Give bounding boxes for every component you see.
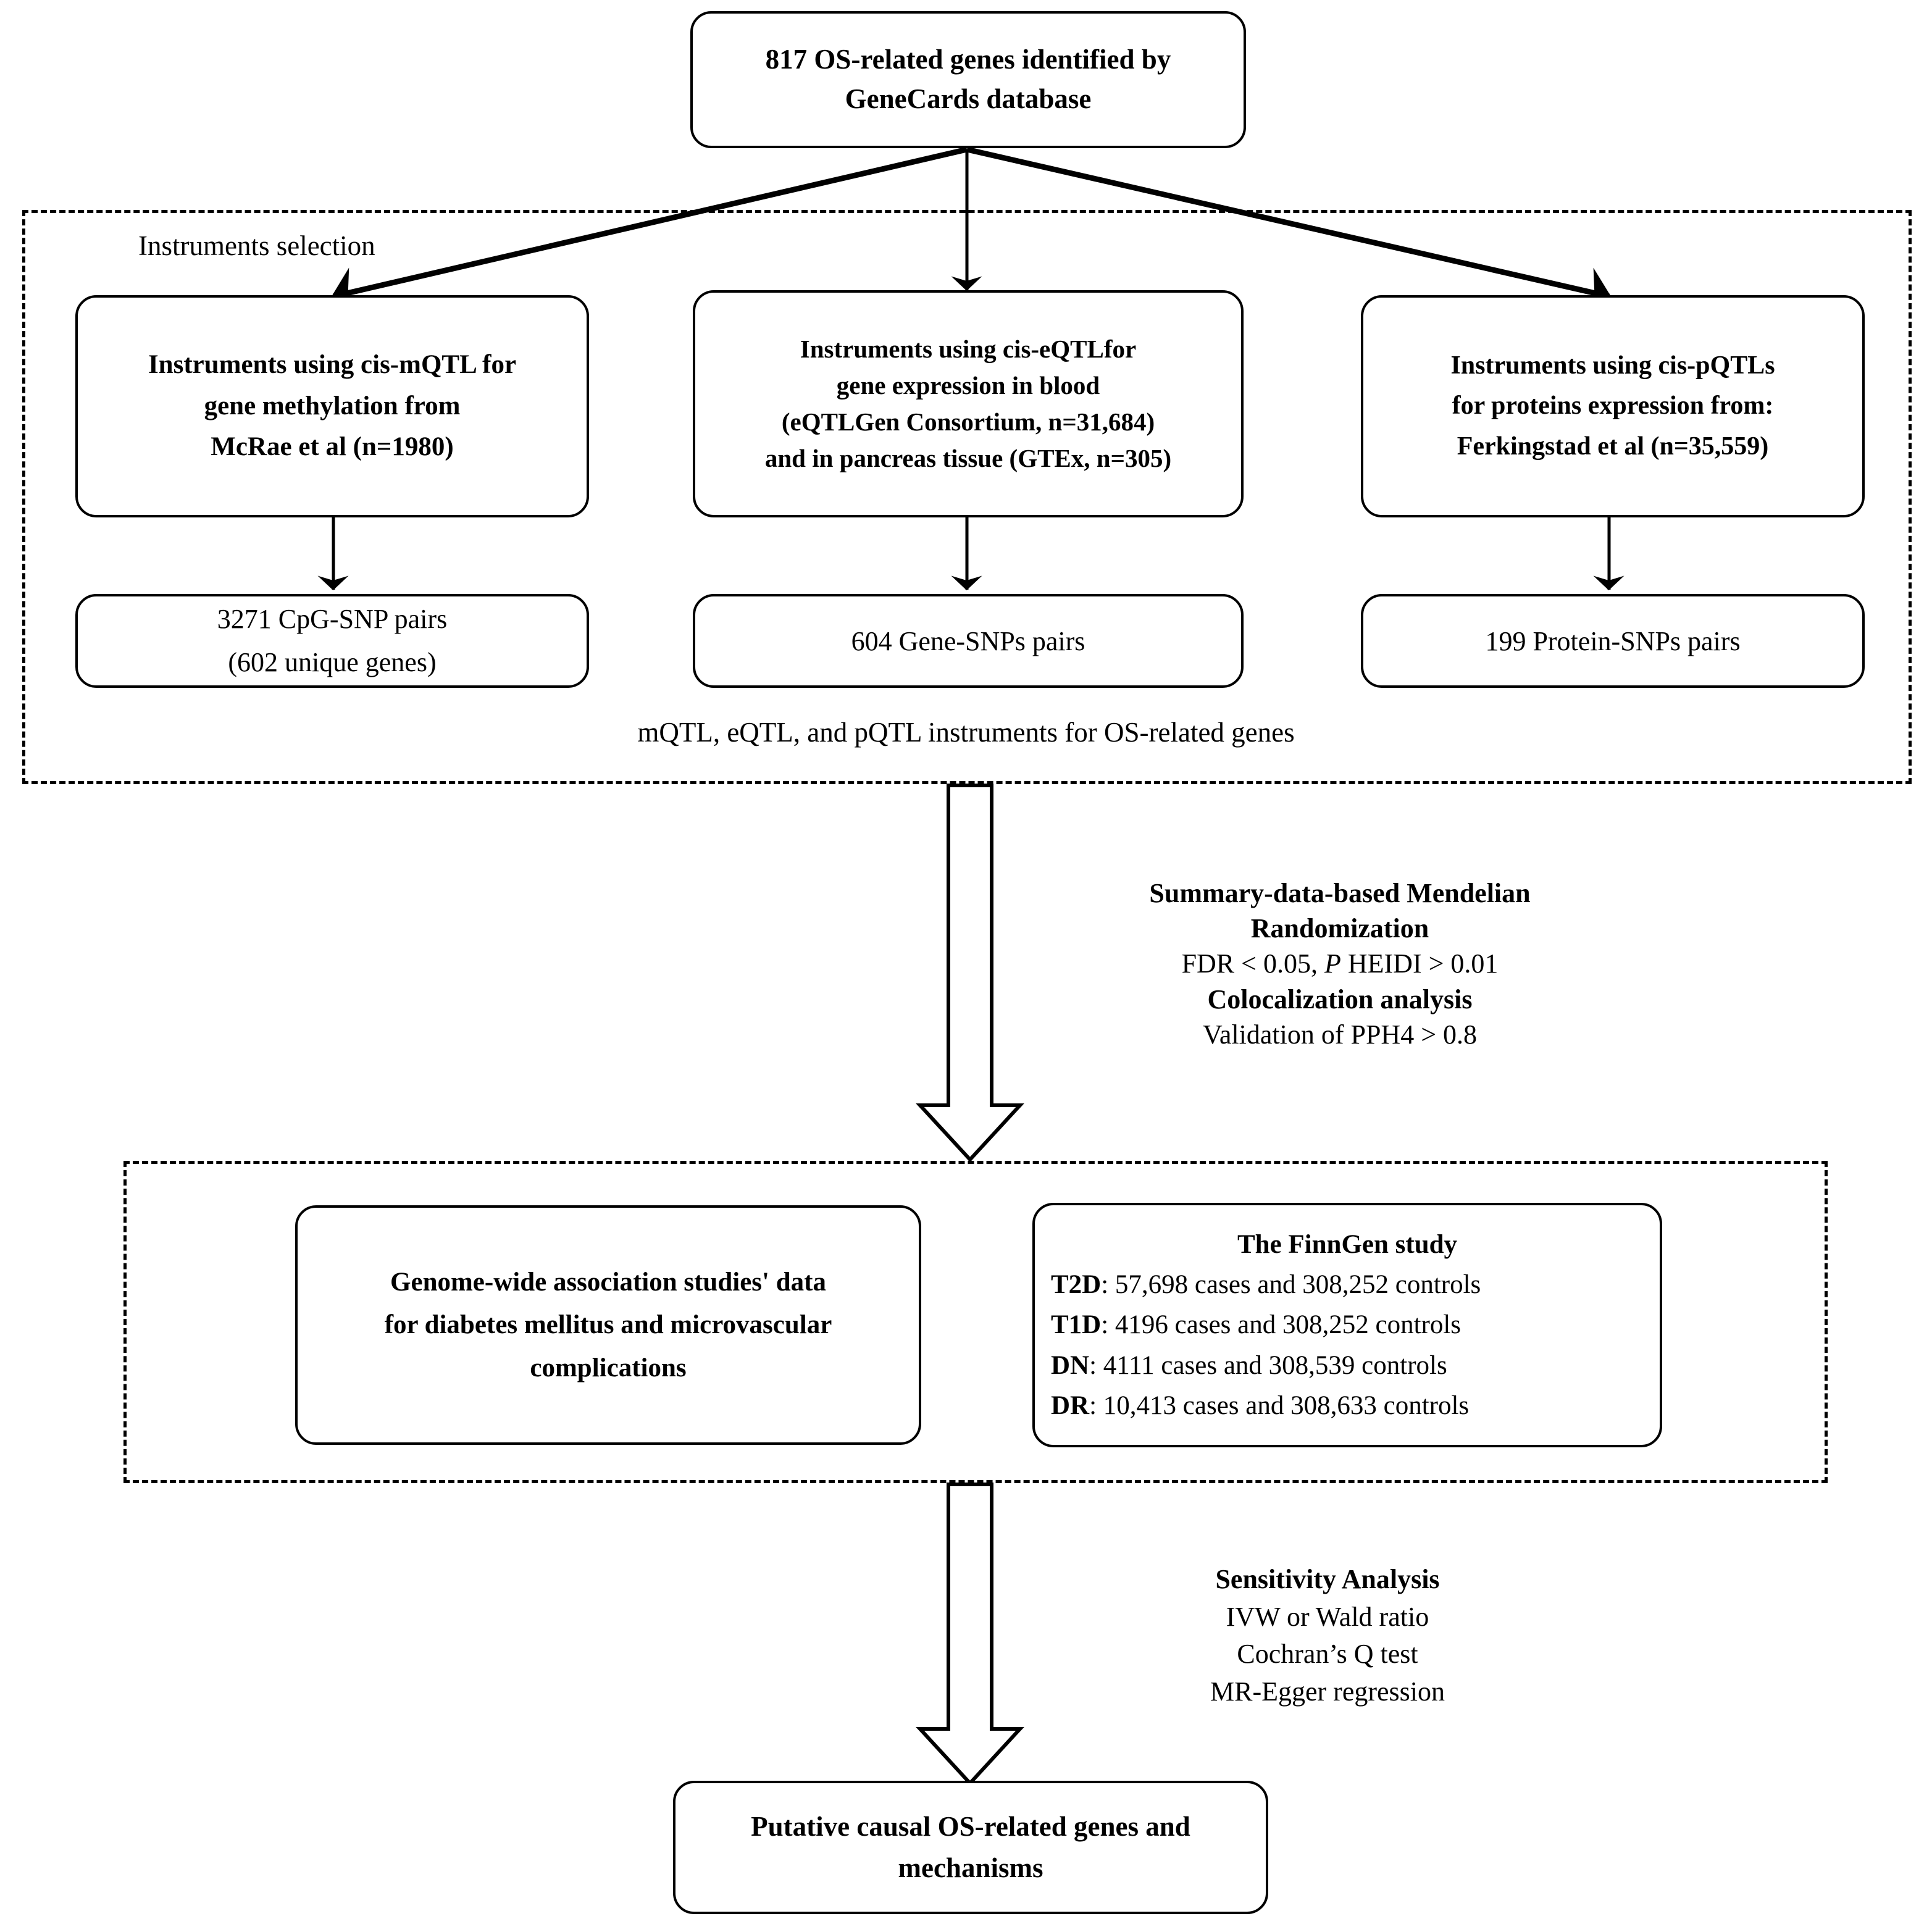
instruments-selection-label: Instruments selection	[138, 230, 375, 261]
finngen-row-detail: : 10,413 cases and 308,633 controls	[1089, 1391, 1470, 1421]
finngen-row: DN: 4111 cases and 308,539 controls	[1051, 1345, 1644, 1386]
fanout-connectors	[331, 146, 1612, 316]
criteria-prefix: FDR < 0.05,	[1181, 948, 1324, 979]
node-line: (eQTLGen Consortium, n=31,684)	[781, 408, 1155, 436]
annot-line: Randomization	[1250, 913, 1429, 944]
node-finngen-study[interactable]: The FinnGen study T2D: 57,698 cases and …	[1032, 1203, 1662, 1447]
criteria-italic-p: P	[1324, 948, 1341, 979]
block-arrow-mr	[916, 784, 1024, 1163]
node-line: Instruments using cis-pQTLs	[1450, 351, 1775, 380]
node-line: Instruments using cis-mQTL for	[148, 350, 517, 380]
node-line: 817 OS-related genes identified by	[765, 44, 1171, 75]
node-putative-causal-genes[interactable]: Putative causal OS-related genes and mec…	[673, 1781, 1268, 1914]
node-line: mechanisms	[898, 1852, 1043, 1883]
annot-criteria-line: FDR < 0.05, P HEIDI > 0.01	[1050, 946, 1630, 981]
criteria-suffix: HEIDI > 0.01	[1340, 948, 1499, 979]
source-to-result-connectors	[317, 517, 1625, 590]
node-line: and in pancreas tissue (GTEx, n=305)	[764, 444, 1172, 473]
gwas-data-group-frame	[123, 1161, 1828, 1483]
node-line: Ferkingstad et al (n=35,559)	[1457, 432, 1769, 461]
block-arrow-sensitivity	[916, 1483, 1024, 1786]
annot-line: Colocalization analysis	[1207, 984, 1473, 1014]
finngen-row: DR: 10,413 cases and 308,633 controls	[1051, 1386, 1644, 1426]
sensitivity-analysis-annotation: Sensitivity Analysis IVW or Wald ratio C…	[1074, 1561, 1581, 1711]
node-line: McRae et al (n=1980)	[211, 432, 454, 462]
node-line: GeneCards database	[845, 83, 1092, 114]
node-pqtl-instruments[interactable]: Instruments using cis-pQTLs for proteins…	[1361, 295, 1865, 517]
node-line: 604 Gene-SNPs pairs	[851, 625, 1085, 656]
annot-line: IVW or Wald ratio	[1226, 1601, 1429, 1632]
annot-line: Validation of PPH4 > 0.8	[1202, 1019, 1478, 1050]
mr-method-annotation: Summary-data-based Mendelian Randomizati…	[1050, 876, 1630, 1052]
node-line: for diabetes mellitus and microvascular	[384, 1310, 832, 1340]
node-line: for proteins expression from:	[1452, 391, 1774, 420]
finngen-title: The FinnGen study	[1237, 1229, 1458, 1259]
node-line: complications	[530, 1353, 687, 1382]
node-mqtl-instruments[interactable]: Instruments using cis-mQTL for gene meth…	[75, 295, 589, 517]
node-eqtl-instruments[interactable]: Instruments using cis-eQTLfor gene expre…	[693, 290, 1244, 517]
node-line: (602 unique genes)	[228, 647, 437, 677]
node-line: gene expression in blood	[836, 370, 1100, 399]
annot-line: Summary-data-based Mendelian	[1149, 878, 1531, 908]
node-line: 3271 CpG-SNP pairs	[217, 604, 448, 635]
finngen-row: T2D: 57,698 cases and 308,252 controls	[1051, 1265, 1644, 1305]
finngen-row-label: T1D	[1051, 1310, 1102, 1340]
node-line: gene methylation from	[204, 391, 461, 420]
finngen-row-label: T2D	[1051, 1269, 1102, 1299]
annot-line: MR-Egger regression	[1210, 1676, 1445, 1707]
group1-bottom-caption: mQTL, eQTL, and pQTL instruments for OS-…	[637, 717, 1295, 748]
finngen-row-detail: : 57,698 cases and 308,252 controls	[1101, 1269, 1481, 1299]
node-line: Instruments using cis-eQTLfor	[800, 334, 1137, 363]
annot-line: Sensitivity Analysis	[1215, 1564, 1440, 1594]
node-gwas-data[interactable]: Genome-wide association studies' data fo…	[295, 1205, 921, 1445]
finngen-row-label: DR	[1051, 1391, 1090, 1421]
node-cpg-snp-pairs[interactable]: 3271 CpG-SNP pairs (602 unique genes)	[75, 594, 589, 688]
node-line: Genome-wide association studies' data	[390, 1267, 826, 1297]
finngen-row-detail: : 4111 cases and 308,539 controls	[1089, 1350, 1447, 1380]
node-line: Putative causal OS-related genes and	[751, 1811, 1190, 1842]
finngen-row: T1D: 4196 cases and 308,252 controls	[1051, 1305, 1644, 1345]
node-gene-snp-pairs[interactable]: 604 Gene-SNPs pairs	[693, 594, 1244, 688]
finngen-row-label: DN	[1051, 1350, 1090, 1380]
node-line: 199 Protein-SNPs pairs	[1485, 625, 1741, 656]
finngen-row-detail: : 4196 cases and 308,252 controls	[1101, 1310, 1462, 1340]
annot-line: Cochran’s Q test	[1237, 1639, 1418, 1670]
node-protein-snp-pairs[interactable]: 199 Protein-SNPs pairs	[1361, 594, 1865, 688]
node-os-genes-source[interactable]: 817 OS-related genes identified by GeneC…	[690, 11, 1246, 148]
